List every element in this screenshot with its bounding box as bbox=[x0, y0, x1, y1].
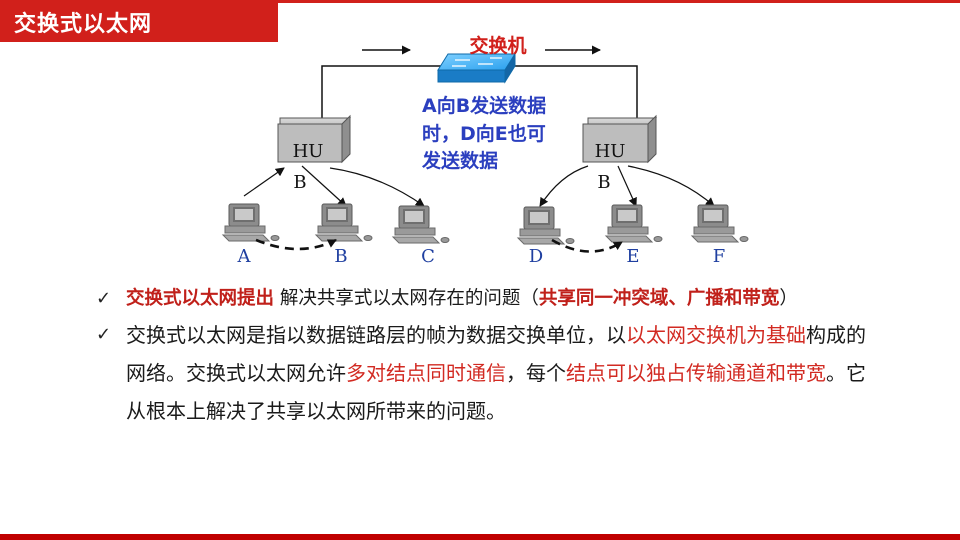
bullet-2-part-1: 交换式以太网是指以数据链路层的帧为数据交换单位，以 bbox=[126, 323, 626, 347]
top-divider bbox=[278, 0, 960, 3]
switch-icon bbox=[437, 52, 516, 84]
link-a-hub bbox=[243, 167, 285, 197]
computer-f-icon bbox=[691, 204, 749, 243]
computer-c-icon bbox=[392, 205, 450, 244]
hub-right-port: B bbox=[597, 172, 610, 193]
bullet-2-part-4: 多对结点同时通信 bbox=[346, 361, 506, 385]
bullet-2-part-2: 以太网交换机为基础 bbox=[626, 323, 806, 347]
callout-line-3: 发送数据 bbox=[421, 149, 498, 172]
bullet-1-part-2: 解决共享式以太网存在的问题（ bbox=[274, 288, 539, 309]
callout-line-2: 时，D向E也可 bbox=[422, 122, 546, 145]
switch-label: 交换机 bbox=[469, 34, 526, 57]
hub-left-label: HU bbox=[293, 141, 324, 162]
link-hub-d bbox=[539, 165, 589, 207]
bullet-1: ✓ 交换式以太网提出 解决共享式以太网存在的问题（共享同一冲突域、广播和带宽） bbox=[96, 282, 876, 316]
checkmark-icon: ✓ bbox=[96, 324, 112, 345]
callout-line-1: A向B发送数据 bbox=[422, 94, 546, 117]
bullet-1-part-1: 交换式以太网提出 bbox=[126, 288, 275, 309]
bullet-list: ✓ 交换式以太网提出 解决共享式以太网存在的问题（共享同一冲突域、广播和带宽） … bbox=[96, 282, 876, 430]
page-title: 交换式以太网 bbox=[14, 12, 153, 37]
title-bar: 交换式以太网 bbox=[0, 0, 278, 42]
host-label-e: E bbox=[626, 246, 639, 267]
bullet-2-part-6: 结点可以独占传输通道和带宽 bbox=[566, 361, 826, 385]
link-hub-b bbox=[301, 165, 347, 207]
computer-a-icon bbox=[222, 203, 280, 242]
network-diagram: 交换机 A向B发送数据 时，D向E也可 发送数据 HU B HU B A B C… bbox=[222, 34, 749, 267]
host-label-a: A bbox=[237, 246, 252, 267]
bullet-2: ✓ 交换式以太网是指以数据链路层的帧为数据交换单位，以以太网交换机为基础构成的网… bbox=[96, 316, 876, 430]
host-label-c: C bbox=[421, 246, 435, 267]
bullet-2-part-7: 。它从根本上解决了共享以太网所带来的问题。 bbox=[126, 361, 866, 423]
bullet-2-part-5: ，每个 bbox=[506, 361, 566, 385]
bullet-1-part-4: ） bbox=[779, 288, 798, 309]
computer-b-icon bbox=[315, 203, 373, 242]
host-label-b: B bbox=[334, 246, 347, 267]
hub-left-port: B bbox=[293, 172, 306, 193]
transfer-d-to-e bbox=[551, 238, 623, 253]
hub-right-label: HU bbox=[595, 141, 626, 162]
hub-left-icon bbox=[277, 114, 352, 164]
link-hub-f bbox=[627, 165, 715, 207]
computer-d-icon bbox=[517, 206, 575, 245]
bullet-2-part-3: 构成的网络。交换式以太网允许 bbox=[126, 323, 866, 385]
link-hub-e bbox=[617, 165, 637, 207]
checkmark-icon: ✓ bbox=[96, 288, 112, 309]
host-label-d: D bbox=[529, 246, 543, 267]
hub-right-icon bbox=[582, 114, 658, 164]
link-hub-c bbox=[329, 167, 425, 207]
bullet-1-part-3: 共享同一冲突域、广播和带宽 bbox=[538, 288, 780, 309]
bottom-divider bbox=[0, 534, 960, 540]
computer-e-icon bbox=[605, 204, 663, 243]
host-label-f: F bbox=[713, 246, 726, 267]
